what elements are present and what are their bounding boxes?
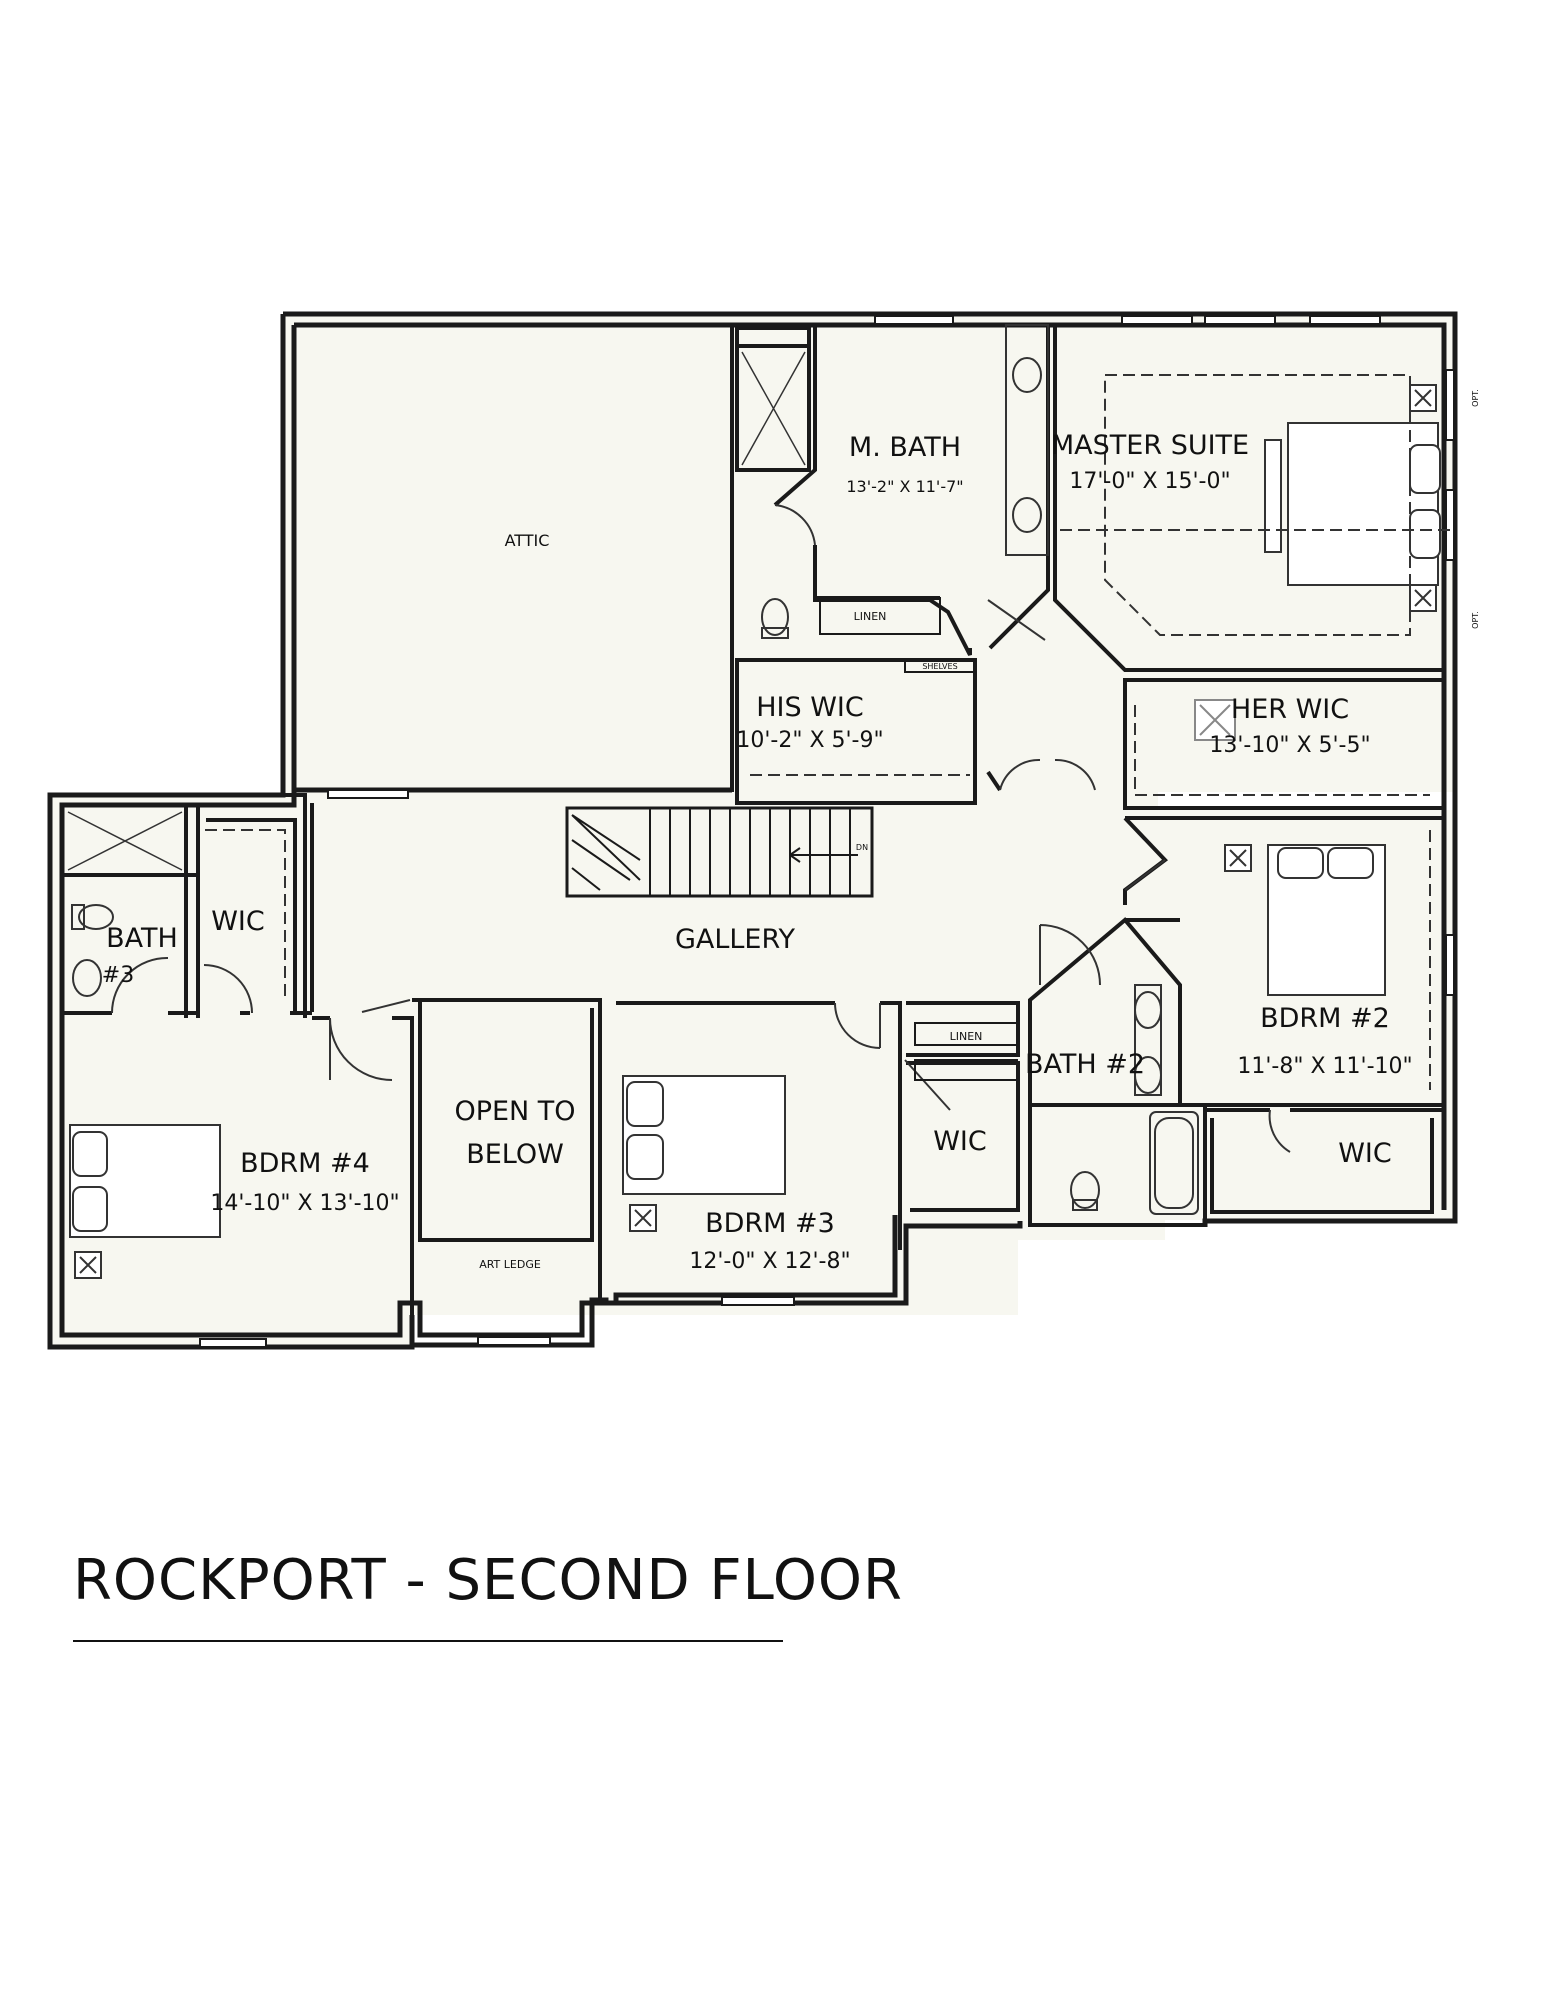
gallery-label: GALLERY (675, 924, 796, 955)
title-underline (73, 1640, 783, 1642)
plan-title: ROCKPORT - SECOND FLOOR (73, 1548, 903, 1613)
art-ledge-label: ART LEDGE (479, 1258, 541, 1271)
opt-bottom-label: OPT. (1471, 611, 1480, 629)
bath3-label: BATH (106, 923, 178, 954)
linen-label: LINEN (854, 610, 887, 623)
her-wic-dims: 13'-10" X 5'-5" (1209, 733, 1370, 758)
cabinets (819, 597, 1018, 1081)
bdrm4-dims: 14'-10" X 13'-10" (210, 1191, 399, 1216)
bath2-label: BATH #2 (1025, 1049, 1145, 1080)
his-wic-label: HIS WIC (756, 692, 864, 723)
staircase (565, 806, 874, 898)
dashed-lines (205, 374, 1455, 1090)
shelves-label: SHELVES (922, 662, 957, 671)
master-bath-label: M. BATH (849, 432, 961, 463)
bath3-number: #3 (102, 963, 134, 988)
master-suite-label: MASTER SUITE (1051, 430, 1249, 461)
beds (69, 422, 1441, 1238)
master-suite-dims: 17'-0" X 15'-0" (1069, 469, 1230, 494)
bdrm2-dims: 11'-8" X 11'-10" (1237, 1054, 1412, 1079)
doors (111, 504, 1291, 1153)
linen2-label: LINEN (950, 1030, 983, 1043)
open-to-below-line2: BELOW (466, 1139, 564, 1170)
master-bath-dims: 13'-2" X 11'-7" (846, 477, 963, 496)
open-to-below-line1: OPEN TO (454, 1096, 575, 1127)
bdrm3-label: BDRM #3 (705, 1208, 835, 1239)
bdrm4-label: BDRM #4 (240, 1148, 370, 1179)
wic-bdrm3-label: WIC (933, 1126, 987, 1157)
wic-bdrm2-label: WIC (1338, 1138, 1392, 1169)
nightstand-symbols (74, 384, 1437, 1279)
windows (199, 315, 1455, 1348)
fixtures (67, 324, 1199, 1215)
bdrm3-dims: 12'-0" X 12'-8" (689, 1249, 850, 1274)
attic-label: ATTIC (505, 531, 550, 550)
stair-dn-label: DN (856, 843, 868, 852)
wic-bdrm4-label: WIC (211, 906, 265, 937)
bdrm2-label: BDRM #2 (1260, 1003, 1390, 1034)
opt-top-label: OPT. (1471, 389, 1480, 407)
her-wic-label: HER WIC (1231, 694, 1349, 725)
his-wic-dims: 10'-2" X 5'-9" (736, 728, 883, 753)
